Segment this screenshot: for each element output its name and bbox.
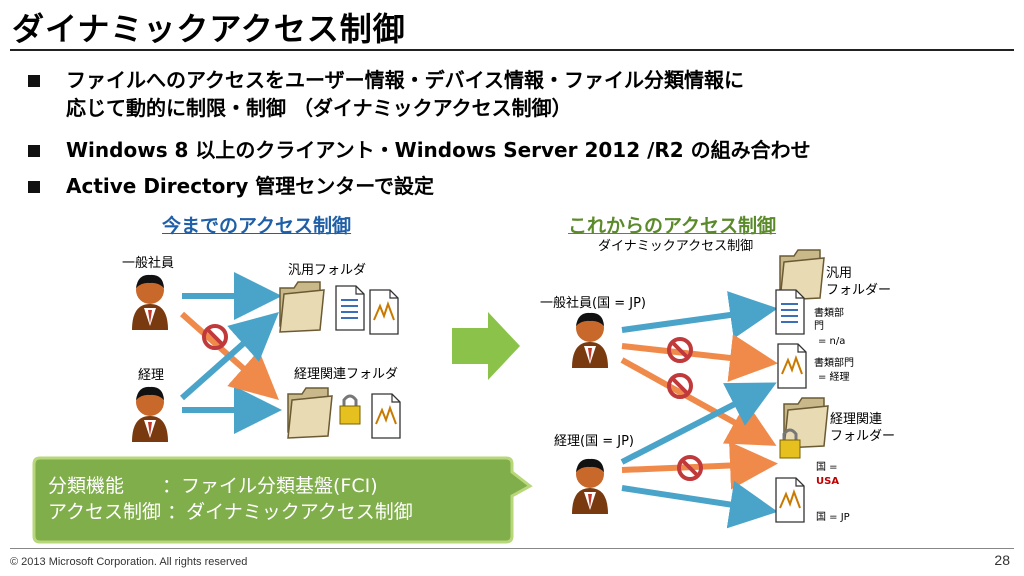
document-icon bbox=[775, 289, 805, 335]
right-doc3-label-1: 国 = bbox=[816, 462, 838, 473]
person-icon bbox=[572, 458, 608, 514]
right-user1-label: 一般社員(国 = JP) bbox=[540, 296, 646, 311]
bullet-square-icon bbox=[28, 181, 40, 193]
left-folder2-label: 経理関連フォルダ bbox=[294, 367, 399, 382]
right-subheading: ダイナミックアクセス制御 bbox=[598, 239, 754, 254]
callout-box bbox=[32, 456, 533, 544]
document-icon bbox=[777, 343, 807, 389]
footer-divider bbox=[10, 548, 1014, 549]
bullet-square-icon bbox=[28, 75, 40, 87]
bullet-text: ファイルへのアクセスをユーザー情報・デバイス情報・ファイル分類情報に bbox=[66, 68, 744, 92]
right-deny-arrow-3 bbox=[621, 441, 778, 490]
copyright: © 2013 Microsoft Corporation. All rights… bbox=[10, 556, 248, 568]
right-doc2-label-1: 書類部門 bbox=[814, 358, 854, 369]
bullet-square-icon bbox=[28, 145, 40, 157]
right-folder1-label-1: 汎用 bbox=[826, 266, 853, 281]
person-icon bbox=[572, 312, 608, 368]
right-doc1-label-1: 書類部 bbox=[814, 308, 844, 319]
lock-icon bbox=[339, 394, 361, 425]
right-doc1-label-2: 門 bbox=[814, 321, 824, 332]
left-folder1-label: 汎用フォルダ bbox=[288, 263, 367, 278]
left-heading: 今までのアクセス制御 bbox=[162, 215, 352, 237]
left-allow-arrow-cross bbox=[180, 312, 279, 401]
lock-icon bbox=[779, 428, 801, 459]
callout-line-1: 分類機能 ：ファイル分類基盤(FCI) bbox=[48, 475, 378, 497]
right-deny-arrow-1 bbox=[621, 334, 778, 382]
right-deny-arrow-2 bbox=[620, 357, 777, 446]
transition-arrow-icon bbox=[452, 312, 520, 380]
right-heading: これからのアクセス制御 bbox=[568, 215, 777, 237]
callout-text: 分類機能 ：ファイル分類基盤(FCI) アクセス制御 ：ダイナミックアクセス制御 bbox=[48, 473, 413, 525]
right-doc2-label-2: = 経理 bbox=[818, 372, 850, 383]
bullet-text: 応じて動的に制限・制御 （ダイナミックアクセス制御） bbox=[66, 96, 572, 120]
right-doc4-label: 国 = JP bbox=[816, 512, 850, 523]
document-icon bbox=[371, 393, 401, 439]
right-folder1-label-2: フォルダー bbox=[826, 283, 892, 298]
left-user1-label: 一般社員 bbox=[122, 256, 175, 271]
right-folder2-label-2: フォルダー bbox=[830, 429, 896, 444]
page-number: 28 bbox=[994, 552, 1010, 568]
person-icon bbox=[132, 386, 168, 442]
document-icon bbox=[369, 289, 399, 335]
document-icon bbox=[335, 285, 365, 331]
right-doc1-label-3: = n/a bbox=[818, 336, 846, 347]
left-user2-label: 経理 bbox=[138, 368, 165, 383]
bullet-text: Windows 8 以上のクライアント・Windows Server 2012 … bbox=[66, 138, 811, 162]
folder-icon bbox=[279, 281, 325, 333]
callout-line-2: アクセス制御 ：ダイナミックアクセス制御 bbox=[48, 501, 413, 523]
title-divider bbox=[10, 49, 1014, 51]
right-allow-arrow-1 bbox=[621, 291, 778, 339]
page-title: ダイナミックアクセス制御 bbox=[12, 10, 406, 48]
left-deny-arrow bbox=[180, 311, 279, 400]
person-icon bbox=[132, 274, 168, 330]
right-doc3-label-2: USA bbox=[816, 476, 840, 487]
bullet-text: Active Directory 管理センターで設定 bbox=[66, 174, 435, 198]
document-icon bbox=[775, 477, 805, 523]
right-folder2-label-1: 経理関連 bbox=[830, 412, 883, 427]
right-user2-label: 経理(国 = JP) bbox=[554, 434, 634, 449]
right-allow-arrow-2 bbox=[620, 382, 777, 465]
right-allow-arrow-3 bbox=[621, 480, 778, 529]
folder-icon bbox=[287, 387, 333, 439]
